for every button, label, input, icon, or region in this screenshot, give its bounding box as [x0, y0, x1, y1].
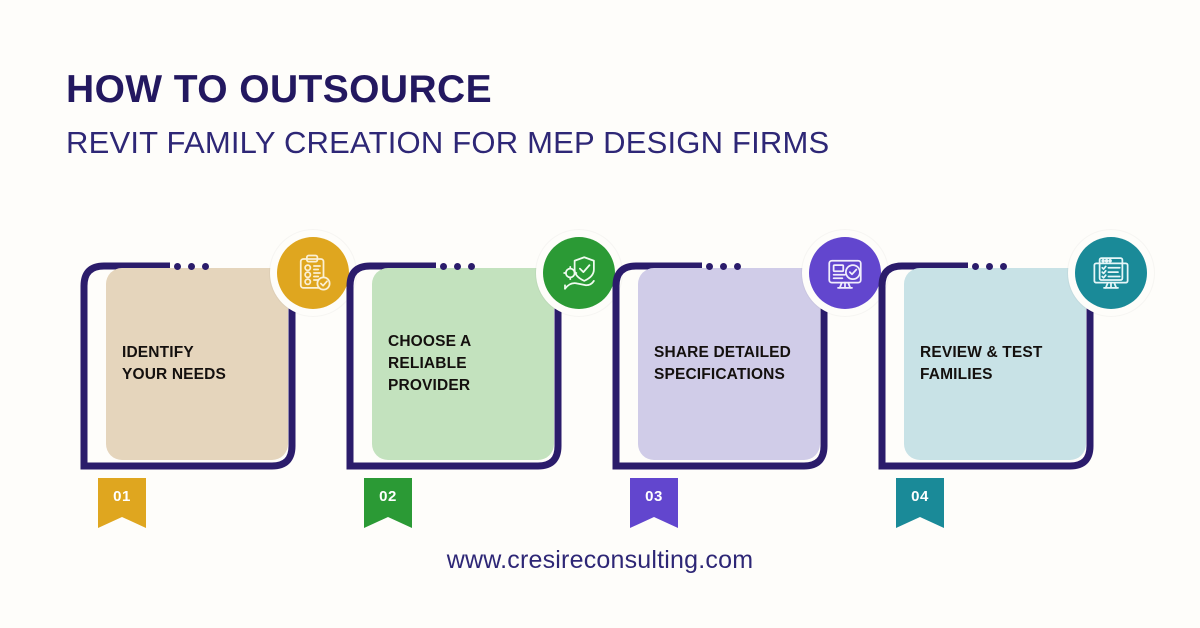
- step-number-2: 02: [379, 488, 397, 505]
- step-body-4: REVIEW & TEST FAMILIES: [904, 268, 1086, 460]
- step-icon-medallion-1: [270, 230, 356, 316]
- step-dots-2: [440, 263, 475, 270]
- page-title: HOW TO OUTSOURCE: [66, 68, 493, 111]
- website-url[interactable]: www.cresireconsulting.com: [446, 546, 754, 574]
- step-label-3: SHARE DETAILED SPECIFICATIONS: [654, 344, 792, 383]
- step-number-ribbon-1: 01: [94, 474, 150, 528]
- clipboard-checklist-icon: [299, 254, 331, 291]
- step-number-ribbon-4: 04: [892, 474, 948, 528]
- step-number-3: 03: [645, 488, 663, 505]
- step-number-1: 01: [113, 488, 131, 505]
- step-icon-medallion-4: [1068, 230, 1154, 316]
- step-card-1[interactable]: IDENTIFY YOUR NEEDS: [74, 230, 356, 528]
- step-body-2: CHOOSE A RELIABLE PROVIDER: [372, 268, 554, 460]
- shield-hand-gear-icon: [563, 256, 595, 290]
- page-subtitle: REVIT FAMILY CREATION FOR MEP DESIGN FIR…: [66, 124, 830, 160]
- step-dots-3: [706, 263, 741, 270]
- step-body-1: IDENTIFY YOUR NEEDS: [106, 268, 288, 460]
- step-dots-4: [972, 263, 1007, 270]
- step-body-3: SHARE DETAILED SPECIFICATIONS: [638, 268, 820, 460]
- step-icon-medallion-3: [802, 230, 888, 316]
- monitor-checklist-icon: [1093, 257, 1129, 289]
- step-card-2[interactable]: CHOOSE A RELIABLE PROVIDER: [340, 230, 622, 528]
- step-card-4[interactable]: REVIEW & TEST FAMILIES: [872, 230, 1154, 528]
- footer: www.cresireconsulting.com: [0, 546, 1200, 575]
- steps-row: IDENTIFY YOUR NEEDS: [0, 230, 1200, 528]
- monitor-check-icon: [828, 259, 862, 289]
- step-card-3[interactable]: SHARE DETAILED SPECIFICATIONS: [606, 230, 888, 528]
- step-dots-1: [174, 263, 209, 270]
- step-label-1: IDENTIFY YOUR NEEDS: [122, 344, 226, 383]
- step-number-4: 04: [911, 488, 929, 505]
- step-number-ribbon-2: 02: [360, 474, 416, 528]
- step-label-4: REVIEW & TEST FAMILIES: [920, 344, 1043, 383]
- step-number-ribbon-3: 03: [626, 474, 682, 528]
- step-icon-medallion-2: [536, 230, 622, 316]
- header: HOW TO OUTSOURCE REVIT FAMILY CREATION F…: [66, 68, 1136, 160]
- step-label-2: CHOOSE A RELIABLE PROVIDER: [388, 333, 472, 394]
